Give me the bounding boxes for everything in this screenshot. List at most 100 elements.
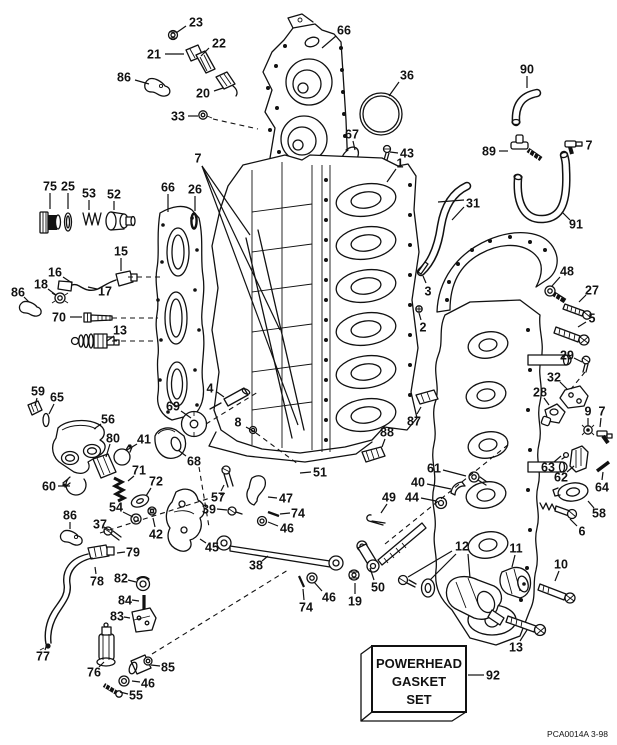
leader-line-11 (511, 554, 516, 568)
leader-line-69 (180, 410, 192, 419)
bolt-6 (539, 502, 578, 520)
callout-63: 63 (541, 461, 555, 475)
clip-86-top (144, 77, 171, 97)
leader-line-45 (199, 538, 207, 544)
callout-60: 60 (42, 480, 56, 494)
leader-line-72 (145, 487, 152, 497)
leader-line-91 (561, 211, 571, 221)
callout-8: 8 (235, 416, 242, 430)
callout-38: 38 (249, 559, 263, 573)
leader-line-23 (175, 25, 187, 34)
callout-9: 9 (585, 405, 592, 419)
callout-36: 36 (400, 69, 414, 83)
callout-46: 46 (322, 591, 336, 605)
leader-line-51 (299, 471, 312, 474)
leader-line-13 (106, 335, 115, 342)
elbow-fitting-28 (540, 403, 566, 427)
callout-67: 67 (345, 128, 359, 142)
callout-45: 45 (205, 541, 219, 555)
exhaust-cover-66 (155, 205, 205, 421)
gasket-set-box: POWERHEAD GASKET SET (360, 645, 467, 722)
screw-2 (415, 305, 423, 313)
bolt-57 (221, 465, 234, 488)
leader-line-12 (429, 553, 457, 581)
leader-line-7 (201, 165, 281, 331)
bracket-62 (569, 445, 589, 473)
callout-46: 46 (141, 677, 155, 691)
leader-line-27 (578, 294, 587, 303)
leader-line-42 (152, 517, 156, 528)
dashed-axis-line (198, 466, 210, 528)
leader-line-74 (302, 588, 305, 601)
callout-79: 79 (126, 546, 140, 560)
callout-87: 87 (407, 415, 421, 429)
dashed-axis-line (205, 391, 259, 425)
callout-84: 84 (118, 594, 132, 608)
callout-21: 21 (147, 48, 161, 62)
leader-line-57 (220, 484, 225, 492)
callout-58: 58 (592, 507, 606, 521)
leader-line-37 (103, 526, 110, 531)
leader-line-77 (44, 643, 48, 651)
callout-70: 70 (52, 311, 66, 325)
callout-32: 32 (547, 371, 561, 385)
leader-line-83 (123, 616, 131, 619)
callout-59: 59 (31, 385, 45, 399)
water-outlet-housing-56 (51, 419, 106, 474)
gasket-box-line-2: GASKET (392, 674, 446, 689)
callout-7: 7 (195, 152, 202, 166)
callout-51: 51 (313, 466, 327, 480)
callout-6: 6 (579, 525, 586, 539)
fitting-52 (105, 211, 136, 231)
callout-26: 26 (188, 183, 202, 197)
callout-74: 74 (299, 601, 313, 615)
dashed-axis-line (99, 492, 227, 534)
leader-line-6 (569, 518, 578, 527)
callout-72: 72 (149, 475, 163, 489)
leader-line-44 (420, 497, 437, 502)
screw-39 (227, 506, 243, 516)
callout-54: 54 (109, 501, 123, 515)
gasket-box-line-1: POWERHEAD (376, 656, 462, 671)
gasket-box-line-3: SET (406, 692, 431, 707)
callout-10: 10 (554, 558, 568, 572)
leader-line-67 (352, 140, 356, 151)
link-rod-38 (216, 535, 344, 571)
callout-85: 85 (161, 661, 175, 675)
leader-line-7 (201, 165, 299, 426)
callout-48: 48 (560, 265, 574, 279)
leader-line-74 (279, 512, 291, 515)
callout-27: 27 (585, 284, 599, 298)
leader-line-50 (369, 567, 375, 581)
callout-53: 53 (82, 187, 96, 201)
callout-68: 68 (187, 455, 201, 469)
callout-50: 50 (371, 581, 385, 595)
leader-line-32 (559, 381, 568, 390)
plug-75 (39, 211, 62, 234)
fitting-7-top (564, 140, 583, 155)
washer-46-low (306, 572, 318, 584)
callout-37: 37 (93, 518, 107, 532)
leader-line-59 (34, 397, 38, 407)
callout-44: 44 (405, 491, 419, 505)
callout-4: 4 (207, 382, 214, 396)
leader-line-41 (126, 443, 138, 451)
pin-74-mid (267, 510, 280, 518)
leader-line-17 (87, 286, 98, 290)
leader-line-12 (407, 550, 453, 578)
callout-7: 7 (586, 139, 593, 153)
callout-74: 74 (291, 507, 305, 521)
screw-33 (198, 110, 213, 120)
leader-line-46 (267, 521, 279, 527)
callout-2: 2 (420, 321, 427, 335)
leader-line-29 (573, 357, 583, 363)
link-50 (356, 540, 380, 573)
callout-77: 77 (36, 650, 50, 664)
callout-28: 28 (533, 386, 547, 400)
fitting-48 (544, 285, 567, 304)
screw-43 (382, 144, 392, 161)
callout-86: 86 (11, 286, 25, 300)
callout-15: 15 (114, 245, 128, 259)
